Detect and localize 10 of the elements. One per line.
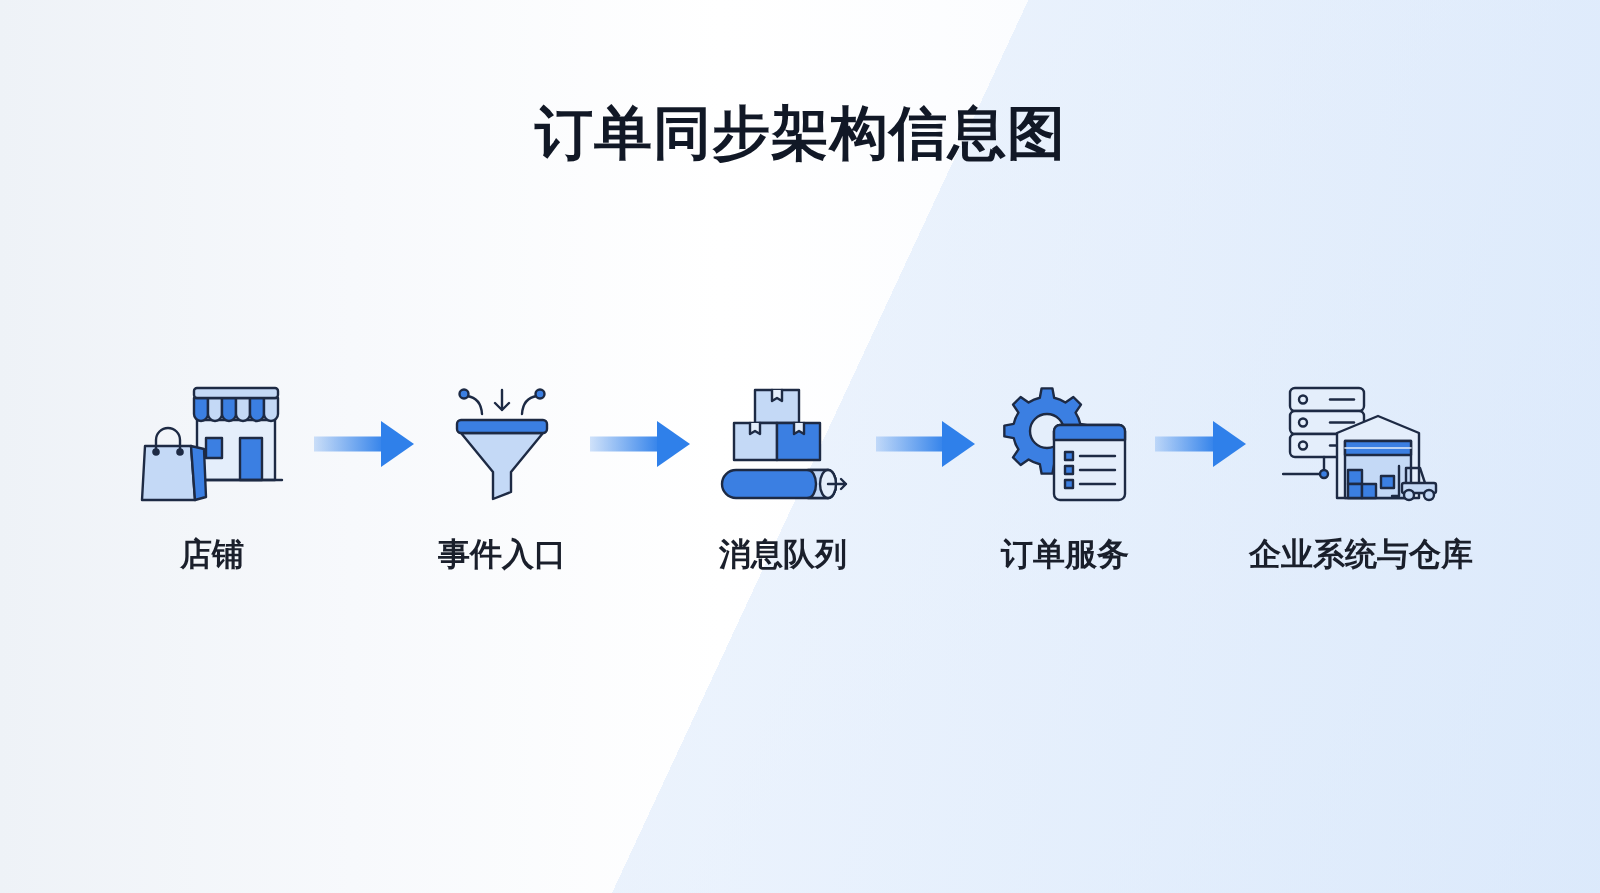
step-label: 订单服务 — [1001, 535, 1129, 573]
arrow — [314, 421, 414, 467]
step-label: 事件入口 — [438, 535, 566, 573]
step-label: 消息队列 — [719, 535, 847, 573]
step-label: 店铺 — [180, 535, 244, 573]
step-label: 企业系统与仓库 — [1249, 535, 1473, 573]
arrow — [1155, 421, 1246, 467]
arrow — [590, 421, 690, 467]
title: 订单同步架构信息图 — [534, 98, 1066, 168]
arrow — [876, 421, 975, 467]
